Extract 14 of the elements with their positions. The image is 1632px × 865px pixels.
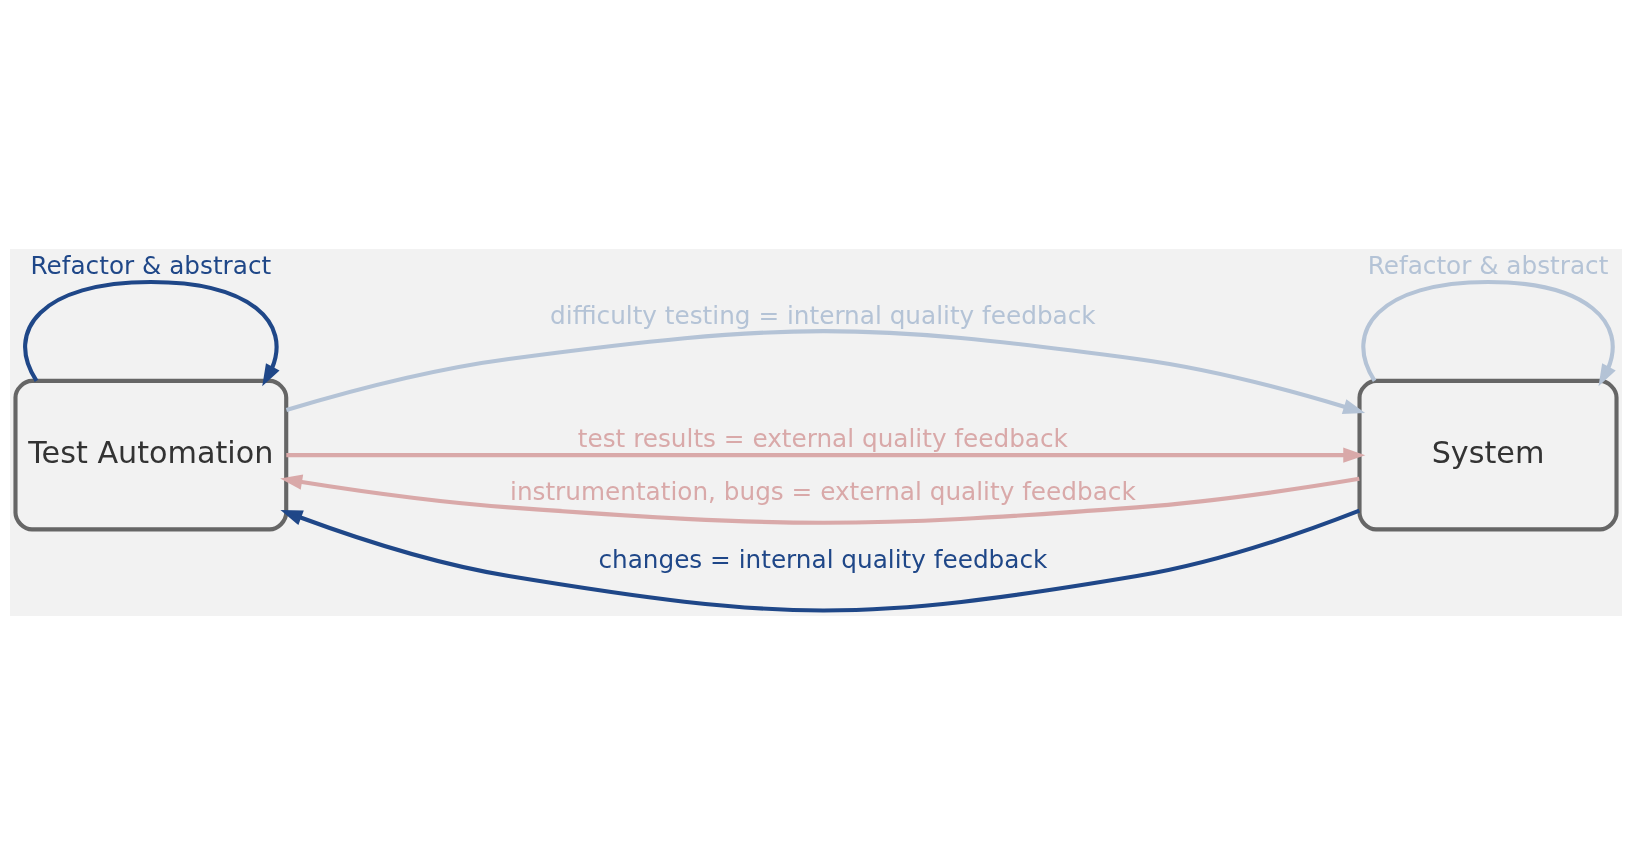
arrow <box>280 474 1360 525</box>
edge-label: Refactor & abstract <box>30 251 272 281</box>
arrow <box>286 447 1366 463</box>
edge-label: Refactor & abstract <box>1367 251 1609 281</box>
edge-label: difficulty testing = internal quality feedback <box>550 300 1096 330</box>
arrow <box>280 508 1361 613</box>
edge-label: changes = internal quality feedback <box>598 545 1048 575</box>
edge-label: instrumentation, bugs = external quality feedback <box>510 476 1136 506</box>
edge-label: test results = external quality feedback <box>577 424 1068 454</box>
arrow <box>1361 279 1616 387</box>
node-box: System <box>1357 378 1619 532</box>
arrow <box>23 279 280 387</box>
node-box: Test Automation <box>13 378 289 532</box>
arrow <box>285 329 1366 414</box>
